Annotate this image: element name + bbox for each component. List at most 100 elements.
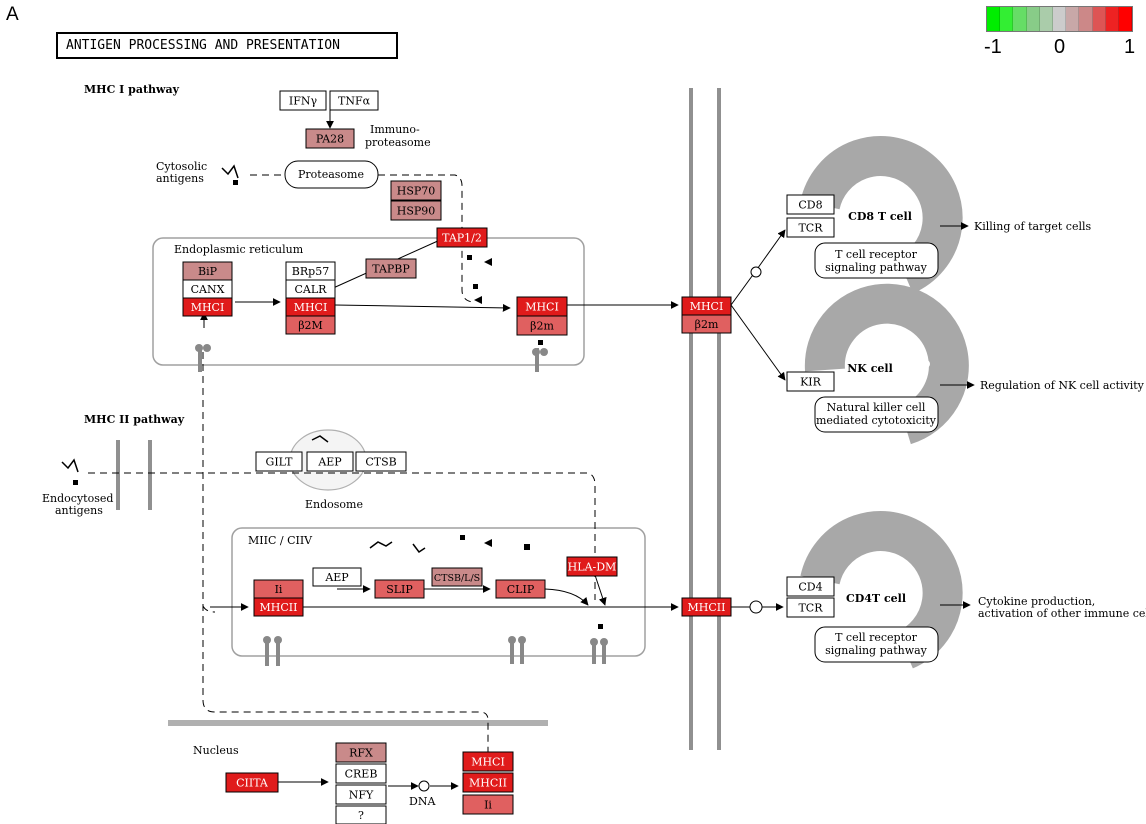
label-cells-cd8-path-line2: signaling pathway bbox=[825, 261, 928, 274]
gene-node-mhci-er3[interactable]: MHCI bbox=[516, 296, 568, 317]
gene-node-label: CIITA bbox=[236, 777, 269, 790]
gene-node-rfx[interactable]: RFX bbox=[335, 742, 387, 763]
label-cells-cd8-title: CD8 T cell bbox=[848, 210, 912, 223]
gene-node-label: MHCI bbox=[294, 301, 328, 314]
cd8-t-cell bbox=[800, 136, 963, 294]
gene-node-mhcii-nuc[interactable]: MHCII bbox=[462, 772, 514, 793]
gene-node-label: HSP70 bbox=[397, 185, 436, 198]
gene-node-pa28[interactable]: PA28 bbox=[305, 128, 355, 149]
gene-node-label: CALR bbox=[295, 283, 328, 296]
gene-node-canx[interactable]: CANX bbox=[182, 279, 233, 299]
gene-node-ciita[interactable]: CIITA bbox=[225, 772, 279, 793]
gene-node-cd4[interactable]: CD4 bbox=[786, 576, 835, 597]
gene-node-label: TCR bbox=[798, 222, 823, 235]
gene-node-b2m-mem[interactable]: β2m bbox=[681, 314, 732, 334]
gene-node-b2m-er3[interactable]: β2m bbox=[516, 315, 568, 336]
gene-node-label: β2m bbox=[695, 318, 719, 331]
scale-swatch bbox=[1118, 7, 1133, 31]
label-pathway-labels-cytosolic-line1: Cytosolic bbox=[156, 160, 207, 173]
gene-node-mhcii-mem[interactable]: MHCII bbox=[681, 597, 732, 617]
label-cells-cd8-path-line1: T cell receptor bbox=[835, 248, 918, 261]
gene-node-mhcii-miic[interactable]: MHCII bbox=[253, 597, 304, 617]
scale-label-mid: 0 bbox=[1054, 36, 1066, 58]
gene-node-mhci-er2[interactable]: MHCI bbox=[285, 297, 336, 317]
color-scale-ticks: -1 0 1 bbox=[984, 32, 1135, 58]
gene-node-label: β2M bbox=[298, 319, 323, 332]
gene-node-label: BiP bbox=[198, 265, 218, 278]
gene-node-mhci-er[interactable]: MHCI bbox=[182, 297, 233, 317]
gene-node-bip[interactable]: BiP bbox=[182, 261, 233, 281]
gene-node-label: Ii bbox=[484, 799, 492, 812]
pathway-title: ANTIGEN PROCESSING AND PRESENTATION bbox=[56, 32, 398, 59]
label-pathway-labels-proteasome: Proteasome bbox=[298, 168, 364, 181]
gene-node-label: HSP90 bbox=[397, 205, 436, 218]
gene-node-ii[interactable]: Ii bbox=[253, 579, 304, 599]
gene-node-b2m-er2[interactable]: β2M bbox=[285, 315, 336, 335]
panel-letter: A bbox=[6, 4, 19, 25]
gene-node-label: TAP1/2 bbox=[442, 232, 482, 245]
gene-node-ii-nuc[interactable]: Ii bbox=[462, 794, 514, 815]
gene-node-label: AEP bbox=[317, 456, 342, 469]
gene-node-cd8[interactable]: CD8 bbox=[786, 194, 835, 215]
label-pathway-labels-er: Endoplasmic reticulum bbox=[174, 243, 304, 256]
gene-node-label: HLA-DM bbox=[568, 561, 617, 574]
label-pathway-labels-nucleus: Nucleus bbox=[193, 744, 239, 757]
label-cells-nk-path-line2: mediated cytotoxicity bbox=[816, 414, 937, 427]
gene-node-brp57[interactable]: BRp57 bbox=[285, 261, 336, 281]
gene-node-mhci-nuc[interactable]: MHCI bbox=[462, 751, 514, 772]
label-cells-cd4-outcome-line1: Cytokine production, bbox=[978, 595, 1095, 608]
label-cells-nk-outcome: Regulation of NK cell activity bbox=[980, 379, 1145, 392]
gene-node-tapbp[interactable]: TAPBP bbox=[365, 258, 417, 279]
label-cells-nk-title: NK cell bbox=[847, 362, 893, 375]
gene-node-label: CTSB/L/S bbox=[434, 573, 480, 584]
scale-swatch bbox=[1105, 7, 1119, 31]
gene-node-label: TNFα bbox=[338, 95, 371, 108]
label-pathway-labels-mhc2: MHC II pathway bbox=[84, 413, 185, 426]
scale-swatch bbox=[1039, 7, 1053, 31]
gene-node-aep-endo[interactable]: AEP bbox=[306, 451, 354, 472]
gene-node-creb[interactable]: CREB bbox=[335, 763, 387, 784]
gene-node-tcr1[interactable]: TCR bbox=[786, 217, 835, 238]
gene-node-label: TAPBP bbox=[372, 263, 410, 276]
gene-node-tcr2[interactable]: TCR bbox=[786, 597, 835, 618]
scale-swatch bbox=[1079, 7, 1093, 31]
label-cells-nk-path-line1: Natural killer cell bbox=[827, 401, 926, 414]
gene-node-label: PA28 bbox=[316, 133, 344, 146]
gene-node-ctsb[interactable]: CTSB bbox=[355, 451, 407, 472]
er-compartment bbox=[152, 237, 585, 366]
gene-node-hladm[interactable]: HLA-DM bbox=[566, 556, 618, 577]
label-cells-cd4-title: CD4T cell bbox=[846, 592, 906, 605]
gene-node-label: MHCI bbox=[191, 301, 225, 314]
gene-node-ctsbls[interactable]: CTSB/L/S bbox=[431, 567, 483, 587]
gene-node-label: NFY bbox=[349, 789, 374, 802]
gene-node-label: SLIP bbox=[386, 583, 413, 596]
nk-cell bbox=[804, 283, 969, 445]
scale-swatch bbox=[1092, 7, 1106, 31]
gene-node-gilt[interactable]: GILT bbox=[255, 451, 303, 472]
gene-node-aep-miic[interactable]: AEP bbox=[312, 567, 362, 587]
gene-node-q[interactable]: ? bbox=[335, 805, 387, 824]
gene-node-kir[interactable]: KIR bbox=[786, 371, 835, 392]
gene-node-nfy[interactable]: NFY bbox=[335, 784, 387, 805]
label-pathway-labels-immuno-line1: Immuno- bbox=[370, 123, 420, 136]
gene-node-slip[interactable]: SLIP bbox=[374, 579, 425, 599]
scale-swatch bbox=[1013, 7, 1027, 31]
endocytosis-membrane bbox=[116, 440, 152, 510]
gene-node-tap[interactable]: TAP1/2 bbox=[436, 227, 488, 248]
gene-node-hsp70[interactable]: HSP70 bbox=[390, 180, 442, 201]
gene-node-label: CANX bbox=[191, 283, 225, 296]
antigen-glyphs bbox=[61, 164, 426, 554]
label-cells-cd4-path-line1: T cell receptor bbox=[835, 631, 918, 644]
dashed-connectors bbox=[88, 174, 596, 752]
color-scale-legend: -1 0 1 bbox=[984, 6, 1135, 58]
gene-node-calr[interactable]: CALR bbox=[285, 279, 336, 299]
label-pathway-labels-immuno-line2: proteasome bbox=[365, 136, 431, 149]
cd4-t-cell bbox=[800, 511, 963, 669]
gene-node-tnfa[interactable]: TNFα bbox=[329, 90, 379, 111]
gene-node-ifng[interactable]: IFNγ bbox=[279, 90, 327, 111]
gene-node-hsp90[interactable]: HSP90 bbox=[390, 200, 442, 221]
gene-node-clip[interactable]: CLIP bbox=[495, 579, 546, 599]
gene-node-mhci-mem[interactable]: MHCI bbox=[681, 296, 732, 316]
gene-node-label: IFNγ bbox=[289, 95, 318, 108]
interaction-node bbox=[418, 780, 430, 792]
